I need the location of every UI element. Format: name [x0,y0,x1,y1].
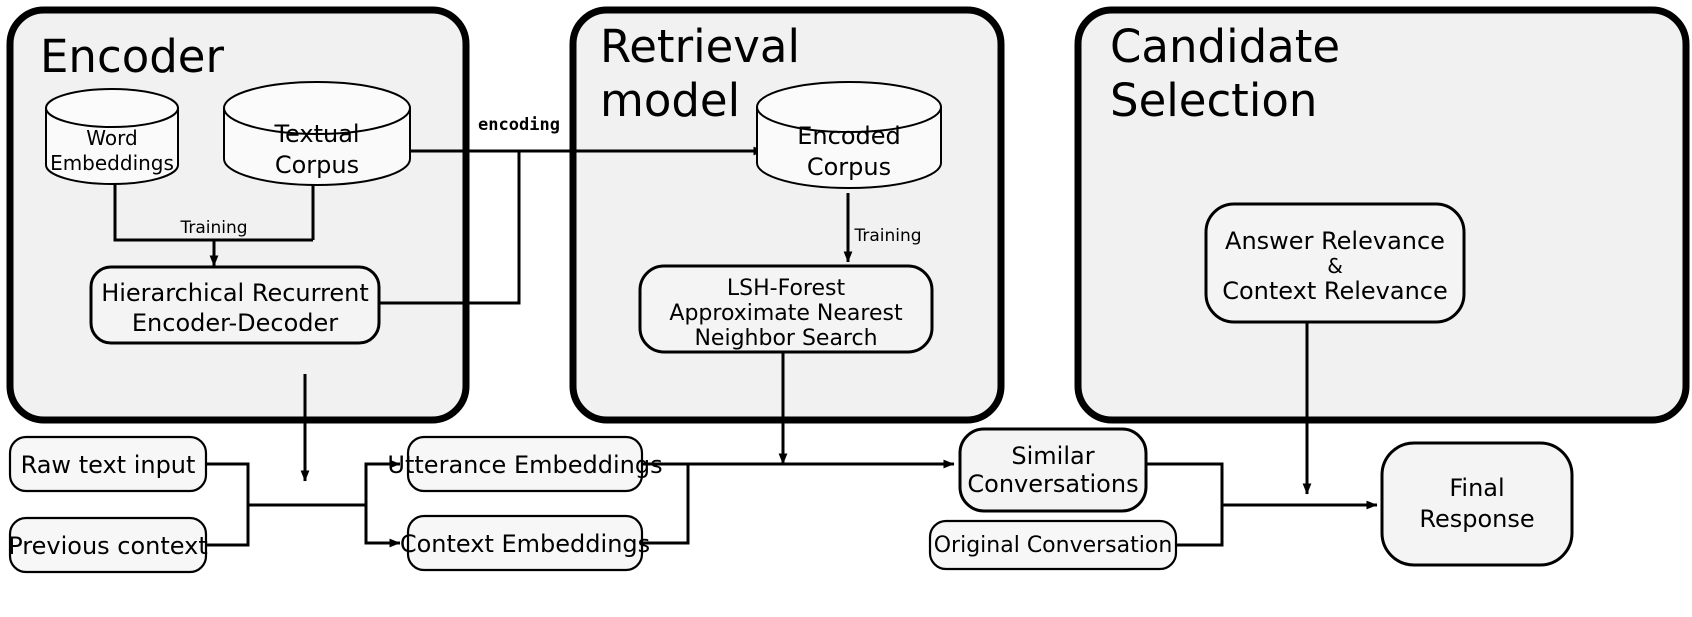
node-raw-text-input[interactable]: Raw text input [8,435,208,493]
node-encoded-corpus-line1: Encoded [797,122,901,150]
node-lsh-forest-line1: LSH-Forest [727,276,846,301]
panel-candidate-title-line1: Candidate [1110,20,1340,73]
node-relevance-line3: Context Relevance [1222,277,1448,305]
node-hierarchical-recurrent-encoder-decoder[interactable]: Hierarchical Recurrent Encoder-Decoder [89,265,381,345]
node-hred-line2: Encoder-Decoder [132,309,338,337]
node-original-conversation[interactable]: Original Conversation [928,519,1178,571]
node-similar-conversations[interactable]: Similar Conversations [958,427,1148,513]
node-final-response-line2: Response [1419,505,1534,533]
node-context-embeddings-label: Context Embeddings [400,530,650,558]
node-similar-conversations-line2: Conversations [967,470,1138,498]
node-encoded-corpus[interactable]: Encoded Corpus [756,81,942,189]
panel-retrieval: Retrieval model [569,6,1005,424]
node-textual-corpus-line1: Textual [273,120,359,148]
edge-split-to-context-embeddings [364,505,401,548]
panel-encoder: Encoder [6,6,470,424]
node-original-conversation-label: Original Conversation [934,533,1173,558]
node-answer-context-relevance[interactable]: Answer Relevance & Context Relevance [1204,202,1466,324]
node-previous-context[interactable]: Previous context [8,516,208,574]
node-similar-conversations-line1: Similar [1011,442,1094,470]
node-textual-corpus-line2: Corpus [275,151,359,179]
node-context-embeddings[interactable]: Context Embeddings [400,514,650,572]
edge-split-to-utterance-embeddings [364,459,401,505]
node-word-embeddings[interactable]: Word Embeddings [45,88,179,185]
edge-word-embeddings-to-join [113,184,313,242]
node-lsh-forest-line3: Neighbor Search [694,326,877,351]
node-final-response-line1: Final [1449,474,1504,502]
edge-inputs-merge-bracket [205,462,250,547]
node-lsh-forest[interactable]: LSH-Forest Approximate Nearest Neighbor … [638,264,934,354]
node-word-embeddings-line1: Word [86,126,137,150]
node-hred-line1: Hierarchical Recurrent [101,279,369,307]
node-raw-text-input-label: Raw text input [21,451,196,479]
node-previous-context-label: Previous context [8,532,208,560]
panel-candidate-title-line2: Selection [1110,74,1317,127]
node-relevance-line2: & [1327,254,1343,278]
node-encoded-corpus-line2: Corpus [807,153,891,181]
edge-label-encoding: encoding [478,115,560,135]
node-lsh-forest-line2: Approximate Nearest [669,301,903,326]
edge-context-out [641,464,690,545]
edge-hred-to-encoding-line [378,151,521,305]
node-utterance-embeddings[interactable]: Utterance Embeddings [387,435,663,493]
panel-retrieval-title-line2: model [600,74,740,127]
node-word-embeddings-line2: Embeddings [50,151,174,175]
node-relevance-line1: Answer Relevance [1225,227,1445,255]
node-utterance-embeddings-label: Utterance Embeddings [387,451,662,479]
node-textual-corpus[interactable]: Textual Corpus [223,81,411,186]
panel-retrieval-title-line1: Retrieval [600,20,800,73]
panel-encoder-title: Encoder [40,30,224,83]
edge-label-training-retrieval: Training [853,226,921,246]
edge-label-training-encoder: Training [179,218,247,238]
node-final-response[interactable]: Final Response [1380,441,1574,567]
